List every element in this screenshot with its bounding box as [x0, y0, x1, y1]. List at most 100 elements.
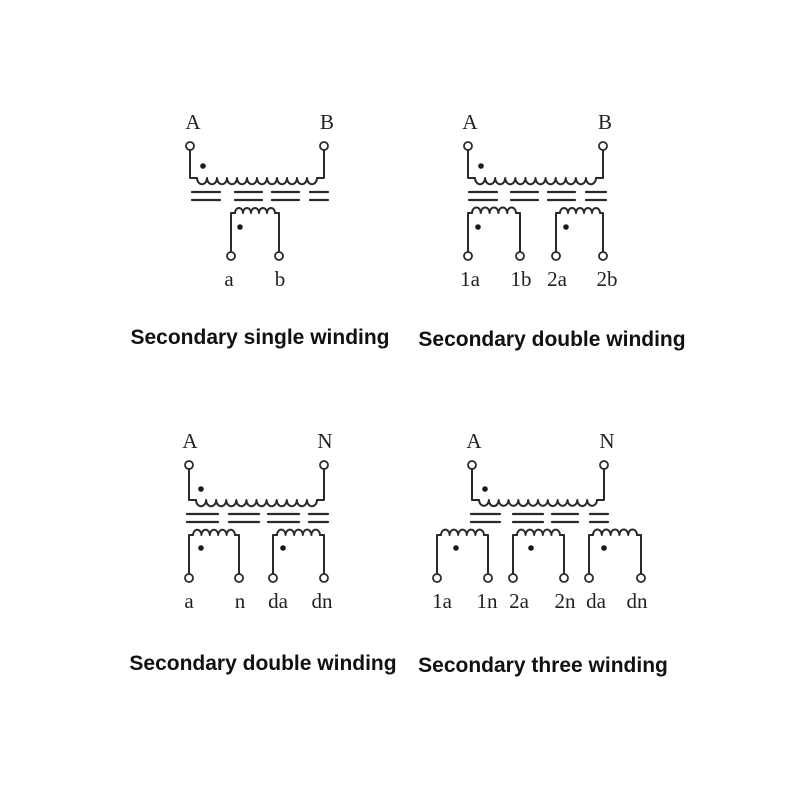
primary-lead [316, 149, 325, 179]
secondary-lead [467, 212, 473, 253]
primary-terminal-label: B [320, 110, 334, 134]
secondary-winding [276, 528, 321, 536]
diagram-single-winding: A B a b Secondary single winding [130, 110, 389, 349]
secondary-lead [436, 534, 442, 575]
diagram-three-winding: A N 1a 1n 2a 2n da d [418, 429, 668, 677]
secondary-lead [636, 534, 642, 575]
secondary-lead [559, 534, 565, 575]
secondary-terminal [184, 573, 194, 583]
primary-terminal-label: A [185, 110, 201, 134]
secondary-winding [234, 207, 276, 214]
secondary-winding [192, 528, 236, 536]
secondary-terminal [483, 573, 493, 583]
primary-terminal [319, 141, 329, 151]
primary-terminal-label: A [462, 110, 478, 134]
iron-core [469, 512, 610, 524]
secondary-terminal [274, 251, 284, 261]
primary-terminal-label: B [598, 110, 612, 134]
primary-terminal [598, 141, 608, 151]
secondary-lead [230, 212, 236, 253]
secondary-terminal [268, 573, 278, 583]
secondary-terminal-label: 2n [555, 589, 577, 613]
secondary-terminal [559, 573, 569, 583]
secondary-terminal-label: 1a [432, 589, 453, 613]
secondary-terminal [598, 251, 608, 261]
secondary-terminal [234, 573, 244, 583]
secondary-terminal [463, 251, 473, 261]
secondary-lead [515, 212, 521, 253]
secondary-terminal-label: n [235, 589, 246, 613]
iron-core [185, 512, 330, 524]
primary-winding [196, 177, 318, 186]
secondary-terminal-label: a [184, 589, 194, 613]
secondary-terminal [636, 573, 646, 583]
primary-terminal-label: N [317, 429, 332, 453]
polarity-dot [528, 545, 534, 551]
polarity-dot [478, 163, 484, 169]
polarity-dot [482, 486, 488, 492]
primary-terminal-label: A [466, 429, 482, 453]
secondary-terminal [584, 573, 594, 583]
secondary-terminal-label: 2a [547, 267, 568, 291]
secondary-lead [555, 212, 561, 253]
iron-core [467, 190, 608, 202]
secondary-terminal [432, 573, 442, 583]
primary-terminal [185, 141, 195, 151]
secondary-winding [559, 207, 601, 214]
secondary-lead [234, 534, 240, 575]
polarity-dot [198, 545, 204, 551]
primary-terminal [319, 460, 329, 470]
secondary-terminal-label: 2a [509, 589, 530, 613]
secondary-lead [599, 212, 604, 253]
secondary-terminal-label: 1b [511, 267, 532, 291]
primary-lead [188, 468, 197, 501]
secondary-lead [272, 534, 278, 575]
primary-winding [474, 177, 597, 186]
diagram-double-winding-an: A N a n da dn Secondary double winding [129, 429, 396, 675]
secondary-lead [319, 534, 325, 575]
primary-lead [471, 468, 480, 501]
primary-lead [189, 149, 198, 179]
polarity-dot [475, 224, 481, 230]
iron-core [190, 190, 330, 202]
primary-terminal-label: A [182, 429, 198, 453]
polarity-dot [601, 545, 607, 551]
secondary-terminal-label: 2b [597, 267, 618, 291]
polarity-dot [280, 545, 286, 551]
secondary-winding [592, 528, 638, 536]
secondary-terminal-label: 1n [477, 589, 499, 613]
primary-lead [595, 149, 604, 179]
secondary-terminal-label: a [224, 267, 234, 291]
primary-terminal [599, 460, 609, 470]
primary-winding [478, 499, 598, 508]
primary-terminal-label: N [599, 429, 614, 453]
diagram-caption: Secondary three winding [418, 654, 668, 677]
diagram-caption: Secondary double winding [129, 652, 396, 675]
secondary-lead [274, 212, 280, 253]
diagram-caption: Secondary single winding [130, 326, 389, 349]
primary-lead [316, 468, 325, 501]
primary-lead [467, 149, 476, 179]
secondary-terminal-label: da [586, 589, 607, 613]
secondary-terminal-label: 1a [460, 267, 481, 291]
diagram-double-winding-ab: A B 1a 1b 2a 2b Secondary double winding [418, 110, 685, 351]
secondary-terminal [551, 251, 561, 261]
primary-lead [596, 468, 605, 501]
diagram-caption: Secondary double winding [418, 328, 685, 351]
secondary-terminal-label: da [268, 589, 289, 613]
polarity-dot [200, 163, 206, 169]
secondary-terminal [226, 251, 236, 261]
primary-terminal [467, 460, 477, 470]
polarity-dot [563, 224, 569, 230]
secondary-lead [512, 534, 518, 575]
secondary-terminal [515, 251, 525, 261]
secondary-winding [516, 528, 561, 536]
polarity-dot [453, 545, 459, 551]
secondary-winding [471, 206, 517, 214]
polarity-dot [237, 224, 243, 230]
primary-terminal [184, 460, 194, 470]
secondary-terminal-label: dn [312, 589, 334, 613]
primary-winding [195, 499, 318, 508]
secondary-lead [588, 534, 594, 575]
